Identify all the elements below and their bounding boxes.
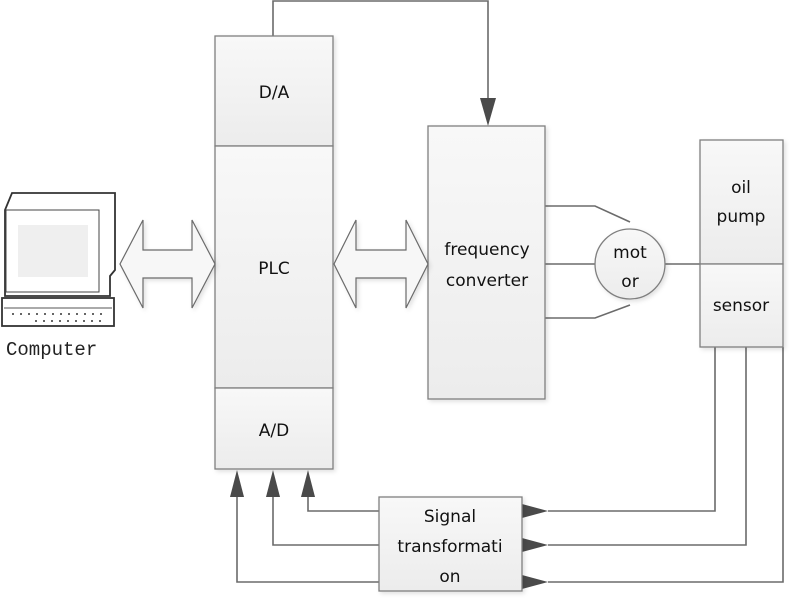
motor-label-line2: or: [621, 272, 638, 292]
signal-ad-line-3: [236, 496, 379, 583]
signal-label-line1: Signal: [424, 507, 476, 527]
oil-pump-label-line2: pump: [717, 207, 766, 227]
ad-block[interactable]: [214, 387, 334, 470]
oil-pump-block[interactable]: [699, 139, 784, 265]
plc-block[interactable]: [214, 145, 334, 389]
arrowhead-left-1: [522, 504, 548, 518]
sensor-signal-line-3: [548, 347, 784, 583]
ad-label: A/D: [259, 421, 289, 441]
converter-motor-line-top: [545, 205, 631, 223]
sensor-block[interactable]: [699, 263, 784, 348]
plc-label: PLC: [258, 259, 290, 279]
oil-pump-label-line1: oil: [731, 178, 751, 198]
arrowhead-up-3: [230, 470, 244, 497]
signal-transformation-block[interactable]: [378, 496, 523, 592]
da-to-converter-line: [272, 0, 489, 110]
computer-label: Computer: [6, 339, 97, 361]
arrowhead-left-3: [522, 575, 548, 589]
plc-converter-double-arrow: [333, 219, 429, 309]
arrowhead-left-2: [522, 538, 548, 552]
signal-label-line2: transformati: [397, 537, 502, 557]
arrowheads: [230, 98, 548, 589]
connectors: [236, 0, 784, 583]
da-block[interactable]: [214, 35, 334, 147]
motor-label-line1: mot: [613, 243, 647, 263]
frequency-converter-block[interactable]: [427, 125, 546, 400]
arrowhead-up-1: [301, 470, 315, 497]
arrowhead-up-2: [266, 470, 280, 497]
motor-circle[interactable]: [594, 228, 666, 300]
sensor-signal-line-1: [548, 347, 716, 512]
converter-motor-line-bottom: [545, 304, 631, 319]
sensor-signal-line-2: [548, 347, 747, 546]
da-label: D/A: [259, 83, 290, 103]
signal-ad-line-2: [272, 496, 379, 546]
converter-label-line1: frequency: [444, 240, 529, 260]
computer-plc-double-arrow: [119, 219, 216, 309]
signal-ad-line-1: [307, 496, 379, 512]
signal-label-line3: on: [439, 567, 460, 587]
sensor-label: sensor: [713, 296, 769, 316]
arrowhead-down-converter: [480, 98, 496, 126]
computer-icon: [1, 192, 116, 327]
converter-label-line2: converter: [446, 271, 528, 291]
